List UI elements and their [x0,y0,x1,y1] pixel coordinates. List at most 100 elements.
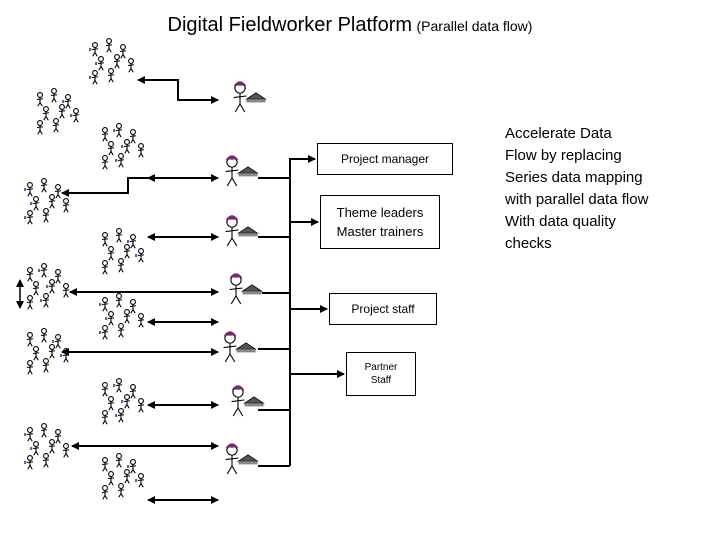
team-member-icon [119,44,127,59]
team-member-icon [24,182,34,197]
team-member-icon [99,325,109,340]
team-member-icon [36,120,44,135]
team-member-icon [52,334,62,349]
side-note-line: Series data mapping [505,169,643,186]
team-member-icon [54,184,62,199]
theme-leaders-label: Theme leaders [336,205,424,220]
team-member-icon [42,106,50,121]
team-member-icon [115,408,125,423]
team-member-icon [40,328,48,343]
team-member-icon [42,358,50,373]
team-member-icon [89,70,99,85]
team-member-icon [26,360,34,375]
team-member-icon [107,141,115,156]
fieldworker-icon [223,331,257,363]
elbow-connector [152,79,219,104]
team-member-icon [121,139,131,154]
team-member-icon [135,248,145,263]
team-member-icon [38,263,48,278]
team-member-icon [101,260,109,275]
team-member-icon [54,429,62,444]
team-member-icon [101,457,109,472]
team-member-icon [115,228,123,243]
team-member-icon [117,323,125,338]
side-note: Accelerate Data Flow by replacing Series… [505,123,705,255]
team-member-icon [101,232,109,247]
team-member-icon [105,38,113,53]
team-member-icon [101,485,109,500]
team-member-icon [48,194,56,209]
team-member-icon [127,234,137,249]
fieldworker-icon [225,215,259,247]
team-member-icon [123,469,131,484]
fieldworker-icon [231,385,265,417]
title-main: Digital Fieldworker Platform [167,14,413,36]
team-member-icon [46,279,56,294]
team-member-icon [26,267,34,282]
team-member-icon [95,56,105,71]
team-member-icon [40,178,48,193]
team-member-icon [115,153,125,168]
team-member-icon [101,410,109,425]
team-member-icon [40,293,50,308]
team-member-icon [107,396,115,411]
team-member-icon [113,378,123,393]
master-trainers-label: Master trainers [336,224,424,239]
team-member-icon [54,269,62,284]
team-member-icon [52,118,60,133]
team-member-icon [62,94,72,109]
team-member-icon [32,346,40,361]
team-member-icon [30,441,40,456]
team-member-icon [32,281,40,296]
team-member-icon [117,258,125,273]
team-member-icon [62,198,70,213]
fieldworker-figures [24,38,267,500]
team-member-icon [60,348,70,363]
team-member-icon [127,58,135,73]
team-member-icon [135,473,145,488]
team-member-icon [36,92,44,107]
team-member-icon [107,246,115,261]
team-member-icon [26,332,34,347]
team-member-icon [129,384,137,399]
team-member-icon [107,68,115,83]
project-manager-label: Project manager [340,152,430,166]
team-member-icon [24,455,34,470]
side-note-line: Accelerate Data [505,125,612,142]
title-sub: (Parallel data flow) [416,18,533,34]
project-staff-label: Project staff [351,302,415,316]
team-member-icon [99,297,109,312]
team-member-icon [129,299,137,314]
team-member-icon [40,423,48,438]
fieldworker-icon [233,81,267,113]
team-member-icon [123,309,131,324]
team-member-icon [89,42,99,57]
team-member-icon [115,293,123,308]
team-member-icon [42,208,50,223]
side-note-line: checks [505,235,552,252]
team-member-icon [115,453,123,468]
partner-staff-box: Partner Staff [346,352,416,396]
side-note-line: With data quality [505,213,616,230]
team-member-icon [137,143,145,158]
elbow-connector [61,177,148,197]
team-member-icon [24,427,34,442]
partner-label: Partner [364,362,398,373]
team-member-icon [123,244,131,259]
team-member-icon [101,155,109,170]
team-member-icon [129,129,137,144]
project-manager-box: Project manager [317,143,453,175]
team-member-icon [26,295,34,310]
team-member-icon [24,210,34,225]
theme-leaders-box: Theme leaders Master trainers [320,195,440,249]
team-member-icon [127,459,137,474]
fieldworker-icon [225,155,259,187]
team-member-icon [107,471,115,486]
team-member-icon [70,108,80,123]
fieldworker-icon [225,443,259,475]
team-member-icon [30,196,40,211]
staff-label: Staff [370,375,392,386]
team-member-icon [42,453,50,468]
team-member-icon [113,54,121,69]
